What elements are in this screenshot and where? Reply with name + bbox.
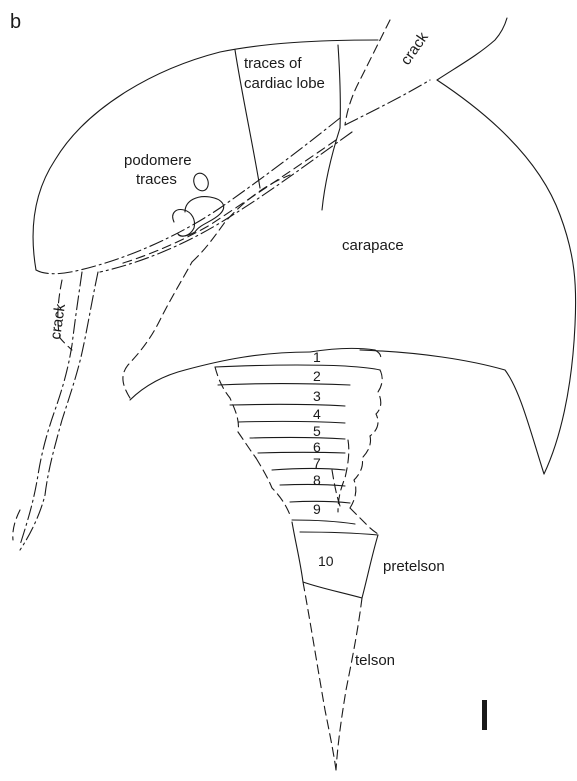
- crack-label-top: crack: [397, 29, 432, 69]
- pretelson-outline: [292, 522, 378, 598]
- segment-number: 2: [313, 368, 321, 384]
- podomere-label-line1: podomere: [124, 152, 192, 169]
- segment-number: 4: [313, 406, 321, 422]
- pretelson-label: pretelson: [383, 558, 445, 575]
- segment-number: 10: [318, 553, 334, 569]
- cardiac-lobe-label-line2: cardiac lobe: [244, 75, 325, 92]
- carapace-outline: [33, 40, 576, 474]
- scale-bar: [482, 700, 487, 730]
- segment-number: 5: [313, 423, 321, 439]
- segment-number: 6: [313, 439, 321, 455]
- telson-outline: [303, 582, 362, 770]
- segment-number: 9: [313, 501, 321, 517]
- carapace-label: carapace: [342, 237, 404, 254]
- podomere-traces: [173, 171, 224, 236]
- cardiac-lobe-label-line1: traces of: [244, 55, 302, 72]
- opisthosoma-segments: [215, 348, 382, 534]
- crack-label-left: crack: [47, 302, 69, 340]
- telson-label: telson: [355, 652, 395, 669]
- segment-number: 3: [313, 388, 321, 404]
- podomere-label-line2: traces: [136, 171, 177, 188]
- panel-label: b: [10, 11, 21, 33]
- crack-lines: [13, 18, 507, 550]
- segment-number: 7: [313, 455, 321, 471]
- segment-number: 8: [313, 472, 321, 488]
- segment-number: 1: [313, 349, 321, 365]
